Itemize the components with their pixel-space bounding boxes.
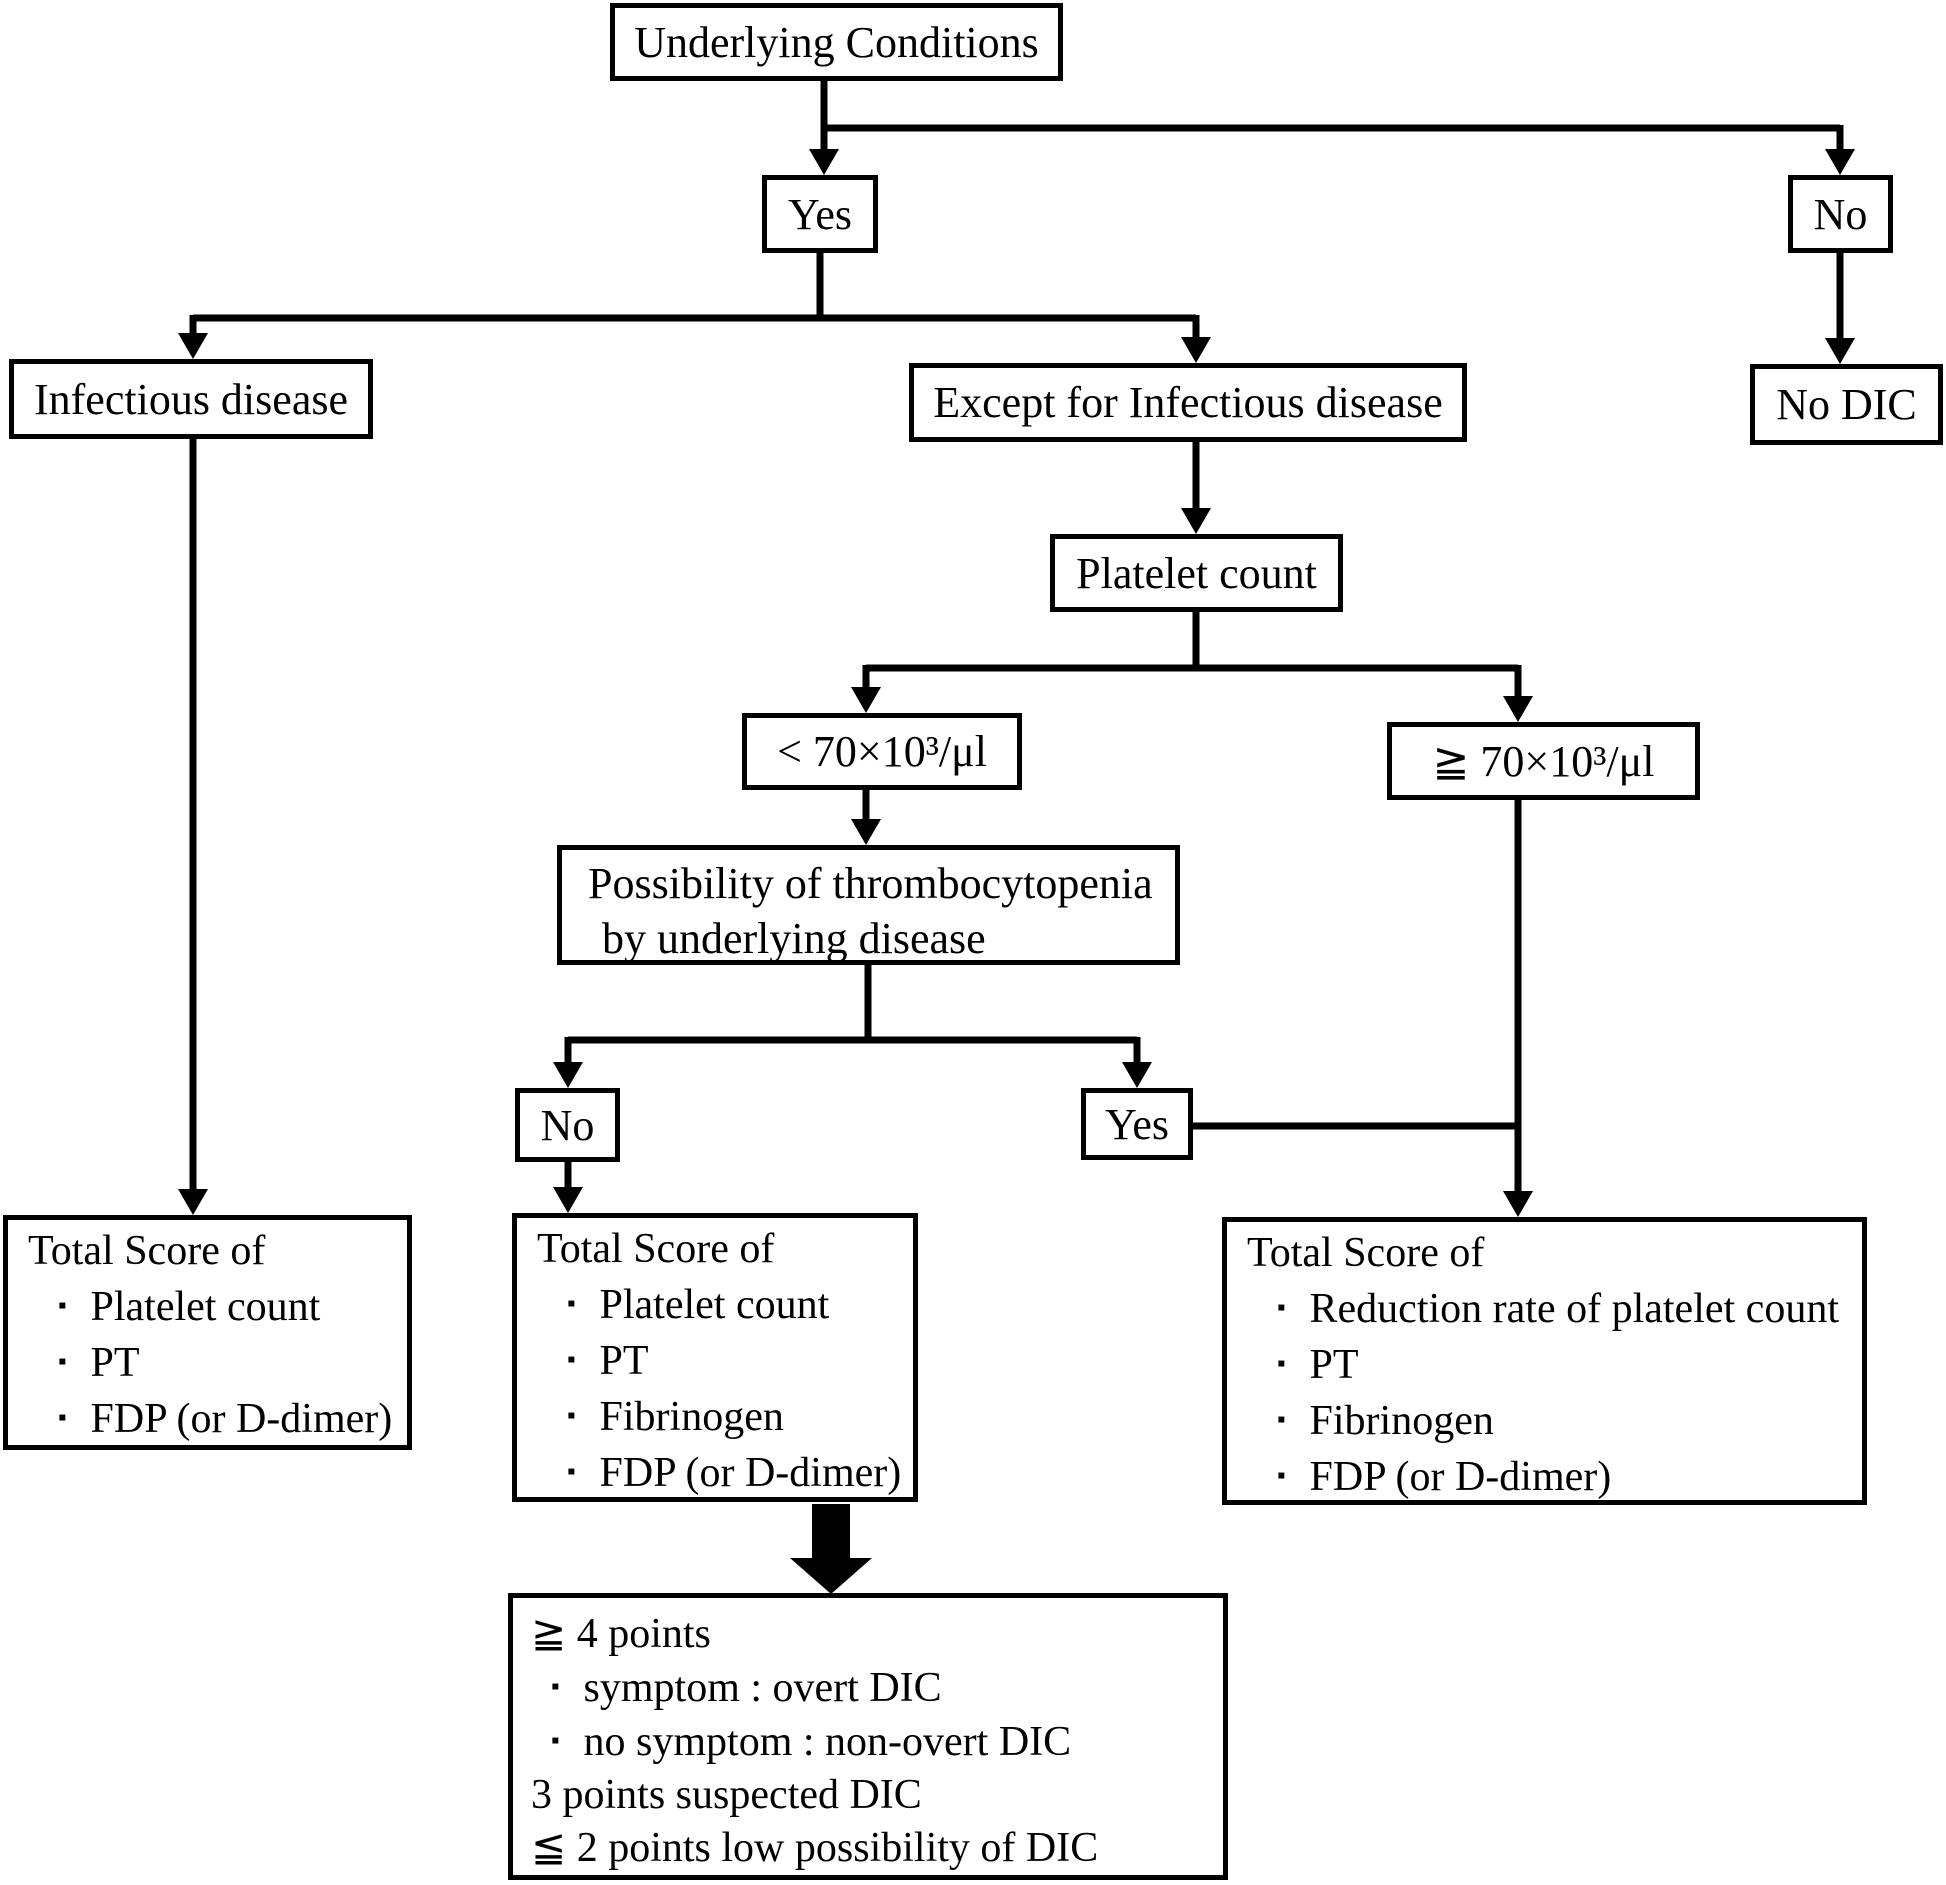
possibility-line-2: by underlying disease (602, 914, 986, 963)
score-no-item-label: Platelet count (599, 1282, 830, 1328)
bullet-icon: ▪ (567, 1347, 576, 1373)
connector-yes-branch (189, 250, 1200, 339)
arrowheads (178, 149, 1855, 1217)
node-no: No (1788, 175, 1893, 253)
arrowhead-possibility (851, 819, 881, 845)
score-reduction-item-label: Reduction rate of platelet count (1309, 1286, 1839, 1332)
result-le2-points: ≦ 2 points low possibility of DIC (531, 1825, 1099, 1871)
arrowhead-score-left (178, 1189, 208, 1215)
arrowhead-score-mid (553, 1187, 583, 1213)
bullet-icon: ▪ (58, 1405, 67, 1431)
bullet-icon: ▪ (1277, 1351, 1286, 1377)
node-except-infectious-disease: Except for Infectious disease (909, 363, 1467, 442)
score-infectious-item-label: Platelet count (90, 1284, 321, 1330)
arrowhead-yes2 (1122, 1062, 1152, 1088)
bullet-icon: ▪ (551, 1674, 560, 1700)
arrowhead-except-infectious (1181, 337, 1211, 363)
score-no-item: ▪ PT (537, 1333, 907, 1389)
node-possibility-thrombocytopenia: Possibility of thrombocytopenia by under… (557, 845, 1180, 965)
big-down-arrow-head (790, 1558, 872, 1594)
result-bullet: ▪ symptom : overt DIC (531, 1661, 1217, 1715)
connector-possibility-branch (564, 962, 1141, 1064)
node-score-no-thrombocytopenia: Total Score of ▪ Platelet count ▪ PT ▪ Fibr… (512, 1213, 918, 1502)
score-reduction-title: Total Score of (1247, 1230, 1485, 1276)
node-platelet-ge-70: ≧ 70×10³/μl (1387, 722, 1700, 800)
score-reduction-item-label: Fibrinogen (1309, 1398, 1494, 1444)
arrowhead-platelet-count (1181, 508, 1211, 534)
node-infectious-disease: Infectious disease (9, 359, 373, 439)
bullet-icon: ▪ (567, 1291, 576, 1317)
score-no-title: Total Score of (537, 1226, 775, 1272)
bullet-icon: ▪ (1277, 1407, 1286, 1433)
arrowhead-no (1825, 149, 1855, 175)
node-yes-2: Yes (1081, 1088, 1193, 1160)
possibility-line-1: Possibility of thrombocytopenia (588, 859, 1153, 908)
node-score-infectious: Total Score of ▪ Platelet count ▪ PT ▪ FDP … (3, 1215, 412, 1450)
score-infectious-title: Total Score of (28, 1228, 266, 1274)
result-bullet-label: no symptom : non-overt DIC (583, 1719, 1072, 1765)
score-infectious-item: ▪ PT (28, 1335, 401, 1391)
score-reduction-item: ▪ Reduction rate of platelet count (1247, 1281, 1856, 1337)
big-down-arrow (790, 1504, 872, 1594)
score-infectious-item-label: FDP (or D-dimer) (90, 1396, 393, 1442)
score-reduction-item: ▪ FDP (or D-dimer) (1247, 1449, 1856, 1505)
score-no-item-label: Fibrinogen (599, 1394, 784, 1440)
arrowhead-no-dic (1825, 338, 1855, 364)
node-underlying-conditions: Underlying Conditions (610, 3, 1063, 81)
arrowhead-ge70 (1503, 696, 1533, 722)
score-no-item-label: PT (599, 1338, 649, 1384)
arrowhead-infectious (178, 333, 208, 359)
arrowhead-no2 (553, 1062, 583, 1088)
score-reduction-item: ▪ PT (1247, 1337, 1856, 1393)
score-no-item: ▪ Fibrinogen (537, 1389, 907, 1445)
node-platelet-lt-70: < 70×10³/μl (742, 713, 1022, 790)
score-infectious-item-label: PT (90, 1340, 140, 1386)
arrowhead-score-right (1503, 1191, 1533, 1217)
result-3-points: 3 points suspected DIC (531, 1772, 922, 1818)
bullet-icon: ▪ (1277, 1295, 1286, 1321)
arrowhead-yes (809, 149, 839, 175)
score-reduction-item-label: PT (1309, 1342, 1359, 1388)
score-no-item: ▪ FDP (or D-dimer) (537, 1445, 907, 1501)
node-scoring-result: ≧ 4 points ▪ symptom : overt DIC ▪ no symp… (508, 1593, 1228, 1880)
score-infectious-item: ▪ FDP (or D-dimer) (28, 1391, 401, 1447)
score-reduction-item: ▪ Fibrinogen (1247, 1393, 1856, 1449)
result-bullet: ▪ no symptom : non-overt DIC (531, 1715, 1217, 1769)
bullet-icon: ▪ (567, 1403, 576, 1429)
connector-underlying-to-no (824, 124, 1844, 151)
bullet-icon: ▪ (567, 1459, 576, 1485)
score-infectious-item: ▪ Platelet count (28, 1279, 401, 1335)
node-yes: Yes (762, 175, 878, 253)
connector-platelet-branch (862, 609, 1522, 698)
node-no-dic: No DIC (1750, 364, 1943, 445)
bullet-icon: ▪ (551, 1728, 560, 1754)
score-no-item-label: FDP (or D-dimer) (599, 1450, 902, 1496)
node-score-reduction-rate: Total Score of ▪ Reduction rate of platel… (1222, 1217, 1867, 1505)
result-bullet-label: symptom : overt DIC (583, 1665, 942, 1711)
node-no-2: No (515, 1088, 620, 1162)
bullet-icon: ▪ (1277, 1463, 1286, 1489)
bullet-icon: ▪ (58, 1349, 67, 1375)
score-no-item: ▪ Platelet count (537, 1277, 907, 1333)
node-platelet-count: Platelet count (1050, 534, 1343, 612)
big-down-arrow-shaft (812, 1504, 850, 1560)
bullet-icon: ▪ (58, 1293, 67, 1319)
arrowhead-lt70 (851, 687, 881, 713)
result-ge4-points: ≧ 4 points (531, 1611, 711, 1657)
score-reduction-item-label: FDP (or D-dimer) (1309, 1454, 1612, 1500)
